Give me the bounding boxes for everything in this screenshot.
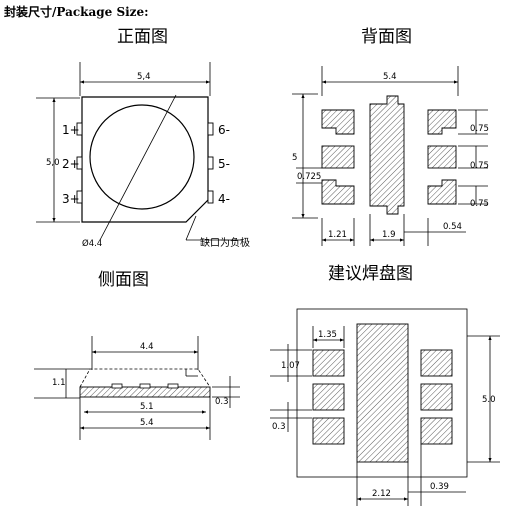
lens-diameter-label: Ø4.4 (82, 238, 102, 249)
side-view-title: 侧面图 (98, 270, 149, 290)
back-pad-4 (427, 179, 457, 205)
back-view: 背面图 5.4 5 0.725 0.75 0.75 (292, 27, 489, 246)
side-view: 侧面图 4.4 1.1 5.1 5.4 0.3 (34, 270, 240, 440)
front-width-label: 5,4 (137, 72, 151, 82)
land-outline (296, 308, 468, 478)
land-view-title: 建议焊盘图 (328, 264, 413, 284)
side-base-width-label: 5.1 (140, 402, 154, 412)
front-height-label: 5,0 (46, 158, 60, 168)
land-pad-6 (420, 349, 453, 377)
back-center-width-label: 1.9 (382, 230, 396, 240)
back-pad-h3-label: 0.75 (470, 199, 489, 209)
back-pad-5 (427, 145, 457, 169)
land-edge-gap-label: 0.39 (430, 482, 449, 492)
notch-note: 缺口为负极 (200, 236, 250, 249)
side-height-label: 1.1 (52, 378, 66, 388)
back-pad-3 (321, 179, 355, 205)
side-base-height-label: 0.3 (215, 397, 229, 407)
pin-3-label: 3+ (62, 192, 80, 206)
back-height-label: 5 (292, 153, 297, 163)
package-size-heading: 封装尺寸/Package Size: (4, 5, 149, 19)
land-center-pad (356, 323, 409, 463)
front-body-outline (81, 96, 209, 223)
land-pad-height-label: 1.07 (281, 361, 300, 371)
back-view-title: 背面图 (361, 27, 412, 47)
pin-4-label: 4- (218, 192, 230, 206)
land-center-width-label: 2.12 (372, 489, 391, 499)
pin-6-label: 6- (218, 123, 230, 137)
land-pad-width-label: 1.35 (318, 330, 337, 340)
back-width-label: 5.4 (383, 72, 397, 82)
back-center-pad (369, 95, 405, 215)
land-pattern-view: 建议焊盘图 1.35 1.07 0.3 5.0 2 (270, 264, 500, 506)
back-pad-2 (321, 145, 355, 169)
back-pad-1 (321, 109, 355, 135)
back-left-width-label: 1.21 (328, 230, 347, 240)
land-pad-4 (420, 417, 453, 445)
back-gap-label: 0.54 (443, 222, 462, 232)
back-pitch-label: 0.725 (297, 172, 321, 182)
land-pad-3 (312, 417, 345, 445)
back-pad-h2-label: 0.75 (470, 161, 489, 171)
pin-1-label: 1+ (62, 123, 80, 137)
land-pad-1 (312, 349, 345, 377)
land-pad-5 (420, 383, 453, 411)
side-base (79, 386, 211, 398)
land-pad-2 (312, 383, 345, 411)
front-view: 正面图 5,4 5,0 Ø4.4 1+ 2+ 3+ 6- 5- 4- 缺口为负极 (36, 27, 250, 249)
side-total-width-label: 5.4 (140, 418, 154, 428)
pin-5-label: 5- (218, 157, 230, 171)
land-gap-label: 0.3 (272, 422, 286, 432)
side-dome-outline (79, 368, 211, 388)
lens-circle (89, 104, 195, 210)
front-view-title: 正面图 (117, 27, 168, 47)
land-height-label: 5.0 (482, 395, 496, 405)
side-top-width-label: 4.4 (140, 342, 154, 352)
back-pad-h1-label: 0.75 (470, 124, 489, 134)
pin-2-label: 2+ (62, 157, 80, 171)
back-pad-6 (427, 109, 457, 135)
